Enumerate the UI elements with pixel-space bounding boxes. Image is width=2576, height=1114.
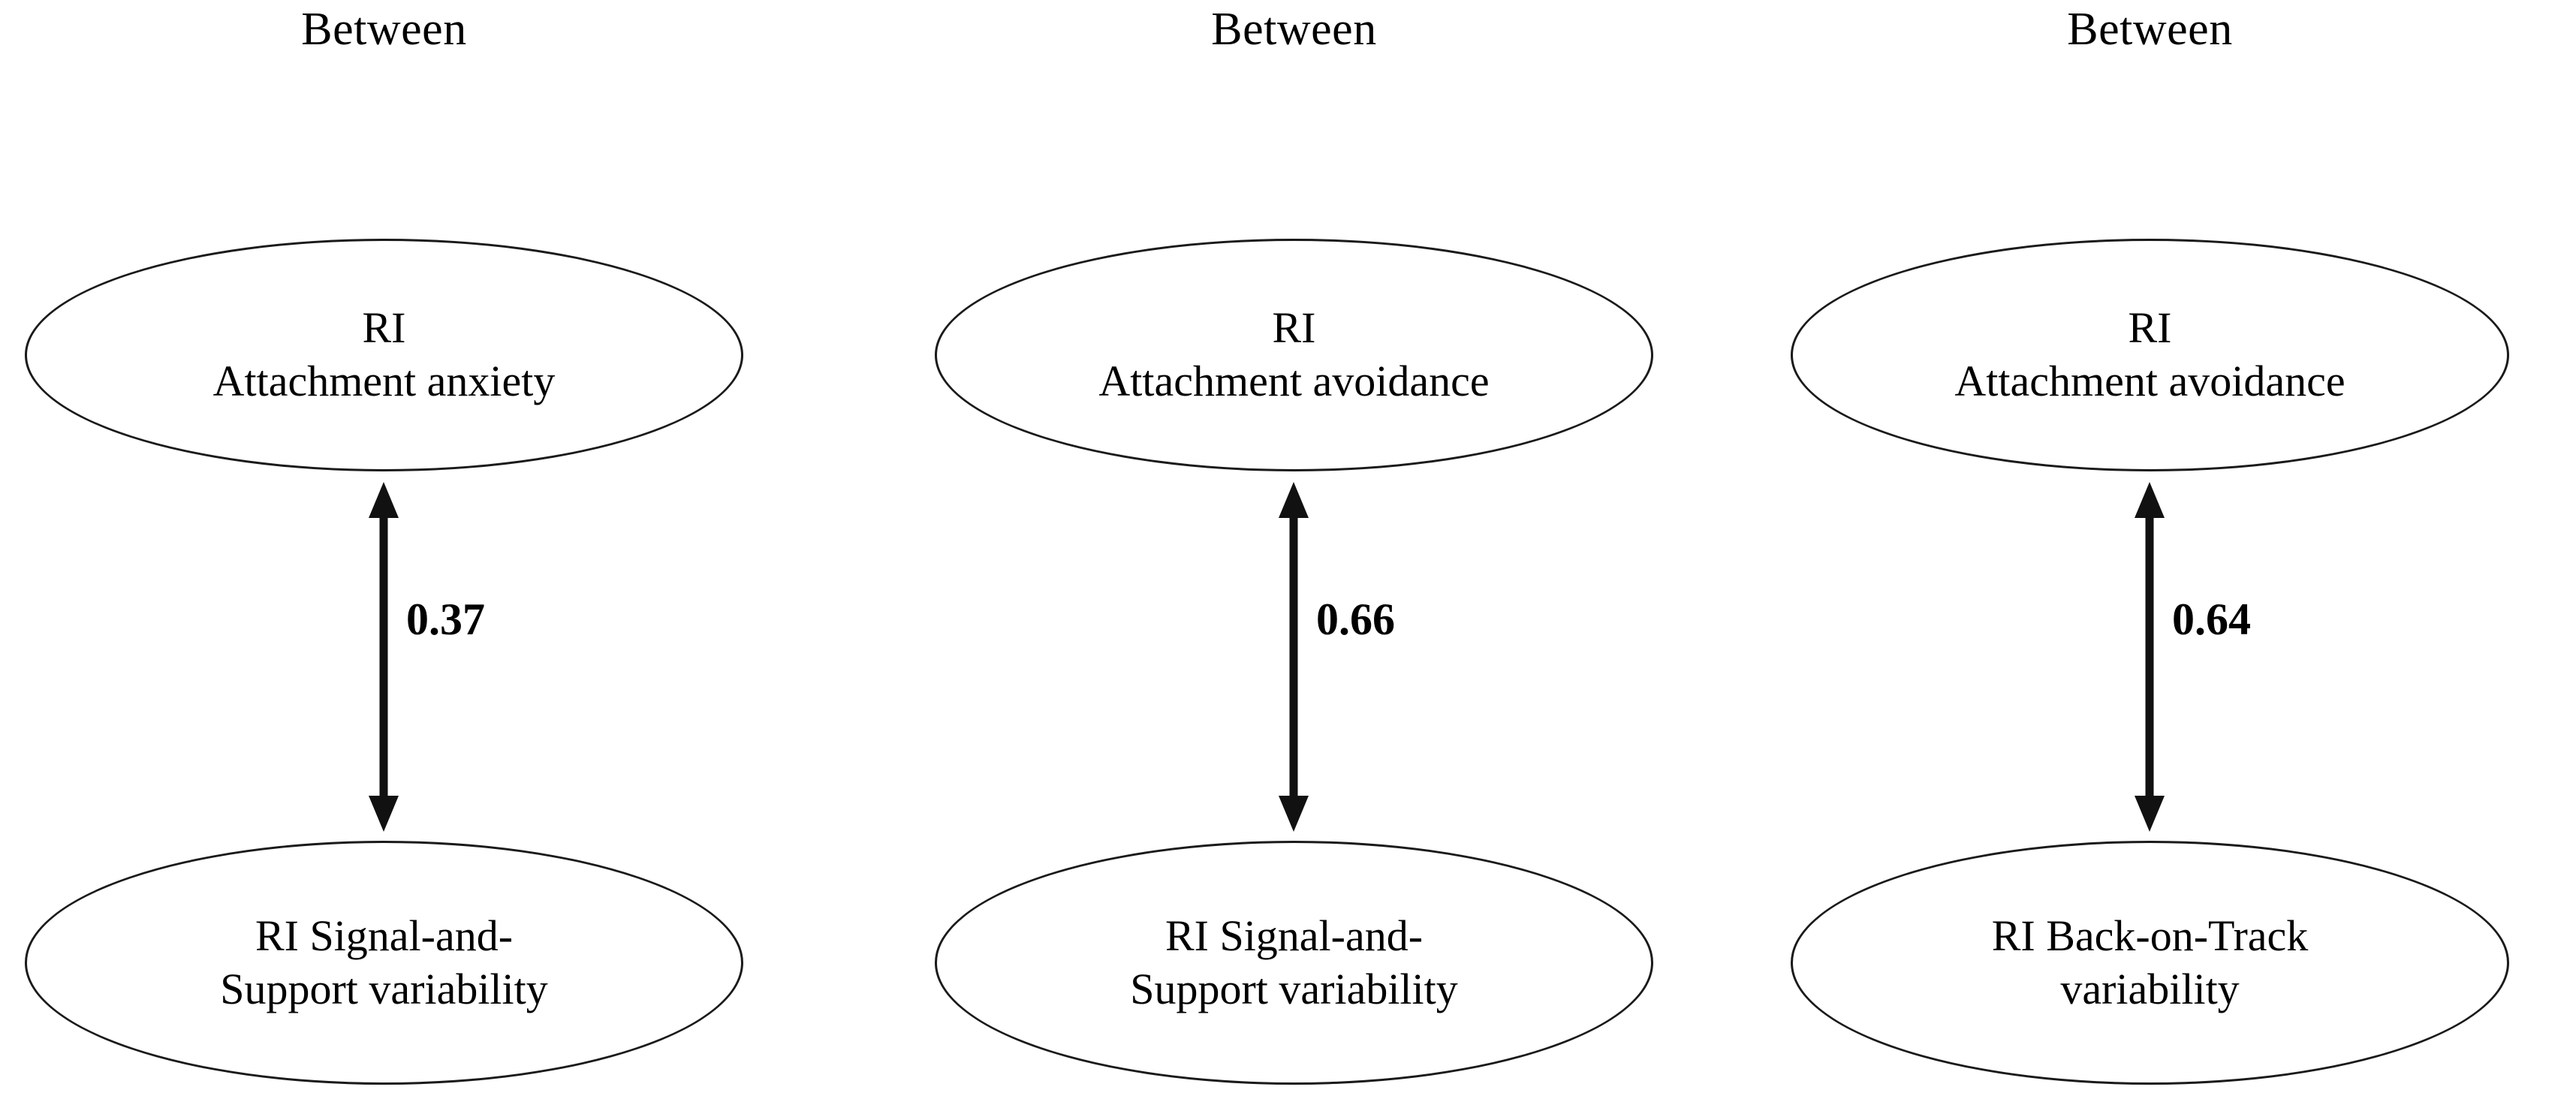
node-top-attachment-avoidance[interactable]: RI Attachment avoidance — [1791, 239, 2509, 471]
node-bottom-signal-and-support[interactable]: RI Signal-and- Support variability — [935, 841, 1653, 1085]
node-bottom-line1: RI Signal-and- — [1164, 911, 1424, 960]
correlation-arrow-2[interactable] — [1271, 480, 1316, 833]
path-coefficient-3: 0.64 — [2172, 595, 2251, 644]
node-top-line1: RI — [1272, 303, 1316, 353]
node-bottom-line1: RI Back-on-Track — [1991, 911, 2309, 960]
node-top-label: RI Attachment avoidance — [1098, 302, 1489, 408]
node-bottom-line1: RI Signal-and- — [255, 911, 514, 960]
node-top-line2: Attachment avoidance — [1098, 357, 1490, 405]
diagram-panel-3: Between RI Attachment avoidance 0.64 RI … — [1791, 0, 2509, 1114]
node-bottom-line2: Support variability — [220, 964, 548, 1013]
correlation-arrow-1[interactable] — [361, 480, 406, 833]
node-bottom-line2: variability — [2060, 964, 2240, 1013]
double-headed-arrow-icon — [2135, 482, 2165, 832]
node-top-line2: Attachment avoidance — [1954, 357, 2346, 405]
correlation-arrow-3[interactable] — [2127, 480, 2172, 833]
node-top-label: RI Attachment anxiety — [213, 302, 556, 408]
node-top-line2: Attachment anxiety — [212, 357, 556, 405]
node-top-line1: RI — [362, 303, 406, 353]
node-top-attachment-avoidance[interactable]: RI Attachment avoidance — [935, 239, 1653, 471]
panel-header-between: Between — [301, 4, 467, 55]
panel-header-between: Between — [1211, 4, 1377, 55]
node-bottom-signal-and-support[interactable]: RI Signal-and- Support variability — [25, 841, 743, 1085]
path-coefficient-1: 0.37 — [406, 595, 485, 644]
diagram-panel-2: Between RI Attachment avoidance 0.66 RI … — [935, 0, 1653, 1114]
node-top-label: RI Attachment avoidance — [1954, 302, 2345, 408]
node-top-line1: RI — [2128, 303, 2172, 353]
node-top-attachment-anxiety[interactable]: RI Attachment anxiety — [25, 239, 743, 471]
node-bottom-label: RI Signal-and- Support variability — [1130, 910, 1458, 1016]
diagram-panel-1: Between RI Attachment anxiety 0.37 RI Si… — [25, 0, 743, 1114]
double-headed-arrow-icon — [1279, 482, 1309, 832]
path-coefficient-2: 0.66 — [1316, 595, 1395, 644]
panel-header-between: Between — [2067, 4, 2233, 55]
double-headed-arrow-icon — [369, 482, 399, 832]
node-bottom-line2: Support variability — [1130, 964, 1458, 1013]
node-bottom-back-on-track[interactable]: RI Back-on-Track variability — [1791, 841, 2509, 1085]
node-bottom-label: RI Back-on-Track variability — [1992, 910, 2309, 1016]
node-bottom-label: RI Signal-and- Support variability — [220, 910, 548, 1016]
